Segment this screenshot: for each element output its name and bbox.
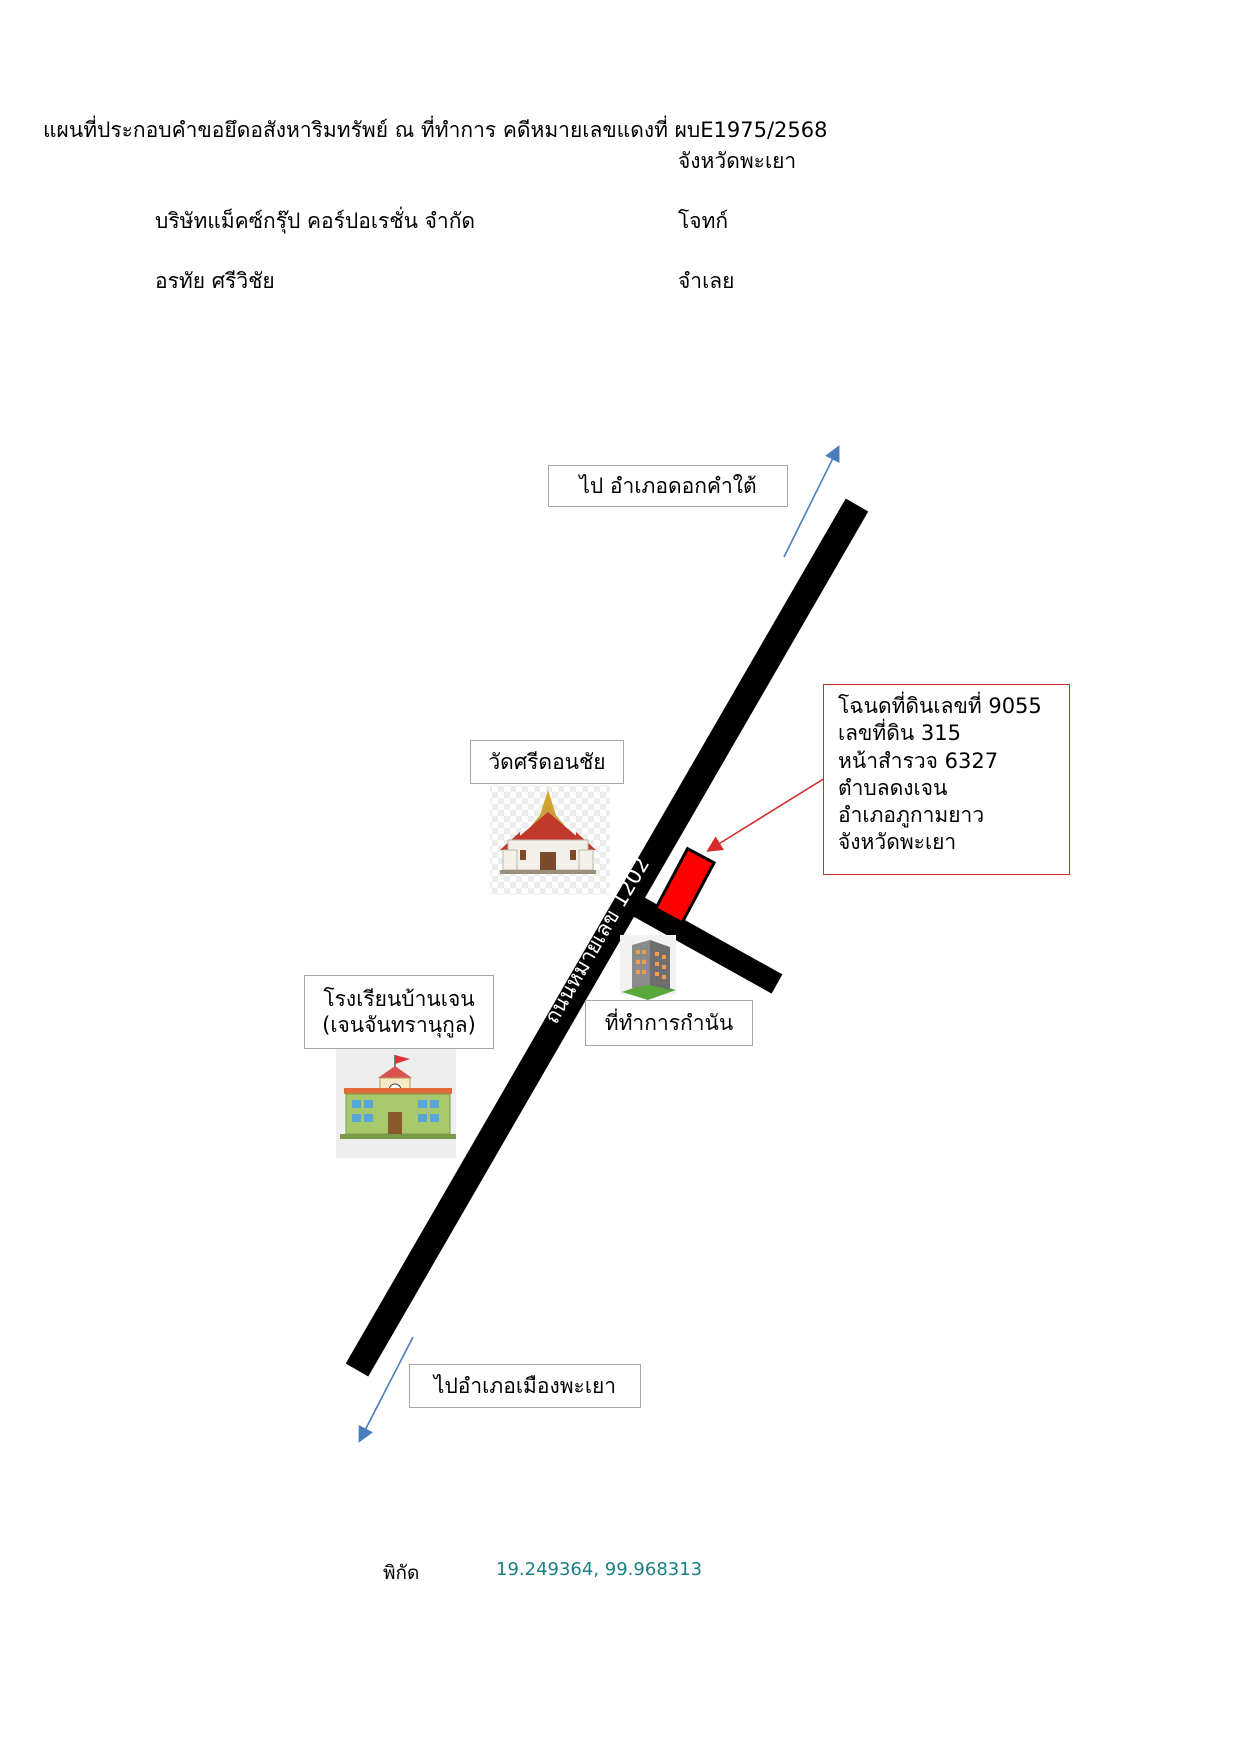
- arrow-north: [783, 445, 840, 558]
- temple-icon: [490, 785, 610, 895]
- land-number: เลขที่ดิน 315: [838, 721, 961, 746]
- coordinates-label: พิกัด: [383, 1562, 420, 1584]
- direction-south-label: ไปอำเภอเมืองพะเยา: [433, 1373, 617, 1398]
- direction-north-label: ไป อำเภอดอกคำใต้: [579, 473, 757, 498]
- temple-label-box: วัดศรีดอนชัย: [470, 740, 624, 784]
- main-road: [345, 498, 869, 1377]
- direction-south-box: ไปอำเภอเมืองพะเยา: [409, 1364, 641, 1408]
- plaintiff-role: โจทก์: [678, 209, 729, 233]
- school-icon: [336, 1048, 456, 1158]
- office-label-box: ที่ทำการกำนัน: [585, 1000, 753, 1046]
- land-parcel: [653, 846, 717, 925]
- office-building-icon: [620, 935, 676, 1000]
- side-road: [624, 892, 783, 994]
- arrow-south: [358, 1336, 414, 1443]
- province-label: จังหวัดพะเยา: [678, 149, 797, 173]
- coordinates-value: 19.249364, 99.968313: [496, 1559, 703, 1580]
- defendant-role: จำเลย: [678, 269, 735, 293]
- school-label-box: โรงเรียนบ้านเจน (เจนจันทรานุกูล): [304, 975, 494, 1049]
- plaintiff-name: บริษัทแม็คซ์กรุ๊ป คอร์ปอเรชั่น จำกัด: [155, 209, 476, 233]
- school-label-line1: โรงเรียนบ้านเจน: [323, 986, 475, 1011]
- school-label-line2: (เจนจันทรานุกูล): [322, 1013, 476, 1037]
- direction-north-box: ไป อำเภอดอกคำใต้: [548, 465, 788, 507]
- subdistrict: ตำบลดงเจน: [838, 775, 948, 800]
- document-title: แผนที่ประกอบคำขอยึดอสังหาริมทรัพย์ ณ ที่…: [43, 118, 828, 142]
- deed-province: จังหวัดพะเยา: [838, 830, 957, 855]
- deed-info-box: โฉนดที่ดินเลขที่ 9055 เลขที่ดิน 315 หน้า…: [823, 684, 1070, 875]
- survey-page: หน้าสำรวจ 6327: [838, 748, 999, 773]
- deed-number: โฉนดที่ดินเลขที่ 9055: [838, 694, 1042, 718]
- temple-label: วัดศรีดอนชัย: [488, 749, 606, 774]
- office-label: ที่ทำการกำนัน: [604, 1010, 734, 1035]
- deed-pointer: [706, 777, 826, 852]
- district: อำเภอภูกามยาว: [838, 803, 985, 828]
- defendant-name: อรทัย ศรีวิชัย: [155, 269, 275, 293]
